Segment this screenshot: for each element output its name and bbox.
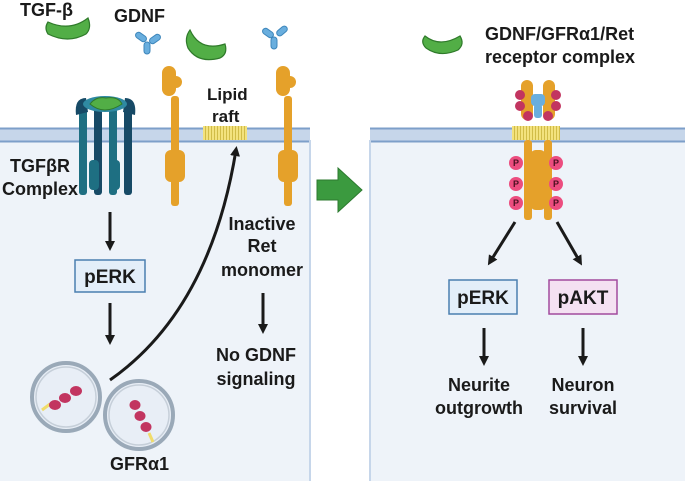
pakt-box: [548, 279, 618, 315]
no-gdnf-signaling-line-1: No GDNF: [216, 345, 296, 365]
phospho-mark-2: P: [513, 179, 519, 189]
neuron-survival-line-2: survival: [549, 398, 617, 418]
left-perk-box: [74, 259, 146, 293]
inactive-ret-label-line-3: monomer: [221, 260, 303, 280]
transition-arrow: [316, 166, 363, 214]
phospho-marks: P P P P P P: [509, 156, 563, 210]
inactive-ret-label-line-2: Ret: [247, 236, 276, 256]
ret-monomer-2: [276, 66, 298, 206]
right-panel: P P P P P P GDNF/GFRα1/Ret receptor comp…: [369, 24, 685, 481]
right-lipid-raft: [512, 126, 560, 140]
arrow-vesicle-to-raft: [109, 146, 240, 382]
complex-label-line-2: receptor complex: [485, 47, 635, 67]
ret-monomer-1: [162, 66, 185, 206]
tgf-beta-label: TGF-β: [20, 0, 73, 20]
phospho-mark-1: P: [513, 158, 519, 168]
lipid-raft-label-line-1: Lipid: [207, 85, 248, 104]
tgfbr-complex: [75, 96, 136, 195]
vesicle-2: [103, 379, 175, 451]
arrow-complex-to-perk: [487, 221, 517, 266]
left-panel: TGF-β GDNF Lipid raft TGFβR Complex pERK…: [0, 0, 311, 481]
neurite-outgrowth-line-2: outgrowth: [435, 398, 523, 418]
complex-label-line-1: GDNF/GFRα1/Ret: [485, 24, 634, 44]
gdnf-gfra1-ret-complex: [515, 80, 561, 220]
vesicle-1: [30, 361, 102, 433]
left-membrane: [0, 128, 310, 142]
arrow-complex-to-pakt: [555, 221, 582, 266]
no-gdnf-signaling-line-2: signaling: [216, 369, 295, 389]
gdnf-ligand-1: [135, 31, 161, 55]
inactive-ret-label-line-1: Inactive: [228, 214, 295, 234]
gdnf-ligand-right: [422, 35, 463, 55]
right-perk-box: [448, 279, 518, 315]
phospho-mark-4: P: [553, 158, 559, 168]
tgf-beta-ligand-1: [45, 17, 91, 40]
lipid-raft: [203, 126, 247, 140]
neurite-outgrowth-line-1: Neurite: [448, 375, 510, 395]
phospho-mark-6: P: [553, 198, 559, 208]
right-perk-label: pERK: [457, 288, 509, 309]
pakt-label: pAKT: [558, 288, 609, 309]
tgf-beta-ligand-2: [185, 28, 227, 61]
neuron-survival-line-1: Neuron: [552, 375, 615, 395]
left-perk-label: pERK: [84, 267, 136, 288]
phospho-mark-5: P: [553, 179, 559, 189]
gfra1-label: GFRα1: [110, 454, 169, 474]
tgfbr-label-line-2: Complex: [2, 179, 78, 199]
gdnf-ligand-2: [262, 25, 288, 50]
lipid-raft-label-line-2: raft: [212, 107, 240, 126]
gdnf-label: GDNF: [114, 6, 165, 26]
phospho-mark-3: P: [513, 198, 519, 208]
tgfbr-label-line-1: TGFβR: [10, 156, 70, 176]
